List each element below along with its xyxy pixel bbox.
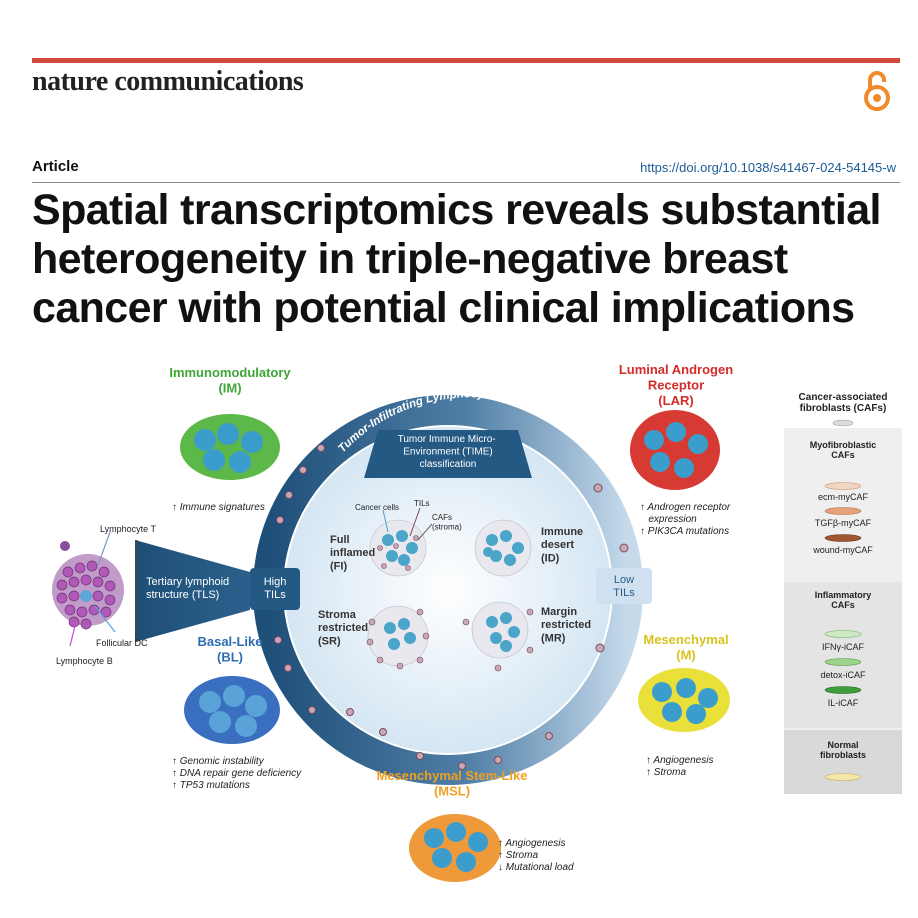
msl-cluster: [409, 814, 501, 882]
header-accent-bar: [32, 58, 900, 63]
caf-panel-normal-section: [784, 730, 902, 794]
msl-notes: ↑ Angiogenesis ↑ Stroma ↓ Mutational loa…: [498, 838, 574, 873]
m-notes: ↑ Angiogenesis ↑ Stroma: [646, 755, 714, 778]
follicular-dc-label: Follicular DC: [96, 638, 148, 648]
sr-cluster: [366, 605, 430, 670]
id-cluster: [474, 519, 532, 577]
lar-cluster: [630, 410, 720, 490]
graphical-abstract: Tumor-Infiltrating Lymphocytes (TILs) Tu…: [52, 362, 902, 882]
caf-glyphs: [824, 419, 862, 781]
lar-notes: ↑ Androgen receptor expression ↑ PIK3CA …: [640, 502, 731, 537]
caf-wound-mycaf: wound-myCAF: [813, 545, 873, 555]
im-cluster: [180, 414, 280, 480]
divider: [32, 182, 900, 183]
doi-link[interactable]: https://doi.org/10.1038/s41467-024-54145…: [640, 160, 896, 175]
fi-cancer-cells-label: Cancer cells: [355, 503, 399, 512]
mr-cluster: [462, 601, 534, 672]
caf-tgfb-mycaf: TGFβ-myCAF: [814, 518, 872, 528]
article-type: Article: [32, 158, 79, 175]
caf-detox-icaf: detox-iCAF: [820, 670, 866, 680]
high-tils-box: [250, 568, 300, 610]
bl-cluster: [184, 676, 280, 744]
open-access-icon[interactable]: [862, 68, 892, 112]
caf-title: Cancer-associated fibroblasts (CAFs): [798, 392, 888, 414]
time-box: [364, 430, 532, 478]
m-cluster: [638, 668, 730, 732]
fi-tils-label: TILs: [414, 499, 430, 508]
tls-cluster: [52, 531, 124, 647]
m-label: Mesenchymal(M): [643, 632, 728, 663]
bl-label: Basal-Like(BL): [197, 634, 262, 665]
time-box-label: Tumor Immune Micro- Environment (TIME)cl…: [398, 434, 499, 470]
fi-cluster: [369, 519, 427, 577]
caf-il-icaf: IL-iCAF: [827, 698, 859, 708]
caf-ecm-mycaf: ecm-myCAF: [818, 492, 868, 502]
myo-caf-title: Myofibroblastic CAFs: [809, 440, 877, 460]
caf-ifng-icaf: IFNγ-iCAF: [822, 642, 864, 652]
time-inner-area: [285, 427, 611, 753]
bl-notes: ↑ Genomic instability ↑ DNA repair gene …: [172, 756, 302, 791]
page-title: Spatial transcriptomics reveals substant…: [32, 186, 881, 332]
im-label: Immunomodulatory(IM): [169, 365, 291, 396]
msl-label: Mesenchymal Stem-Like(MSL): [376, 768, 527, 799]
low-tils-box: [596, 568, 652, 604]
ring-dots: [274, 444, 629, 770]
im-notes: ↑ Immune signatures: [172, 502, 265, 513]
tls-cone: [135, 540, 250, 642]
lymphocyte-b-label: Lymphocyte B: [56, 656, 113, 666]
infl-caf-title: Inflammatory CAFs: [814, 590, 872, 610]
fi-cafs-label: CAFs(stroma): [432, 513, 462, 532]
lymphocyte-t-label: Lymphocyte T: [100, 524, 157, 534]
caf-panel-inflammatory-section: [784, 582, 902, 728]
normal-fibroblasts-title: Normal fibroblasts: [819, 740, 866, 760]
journal-name[interactable]: nature communications: [32, 66, 304, 97]
